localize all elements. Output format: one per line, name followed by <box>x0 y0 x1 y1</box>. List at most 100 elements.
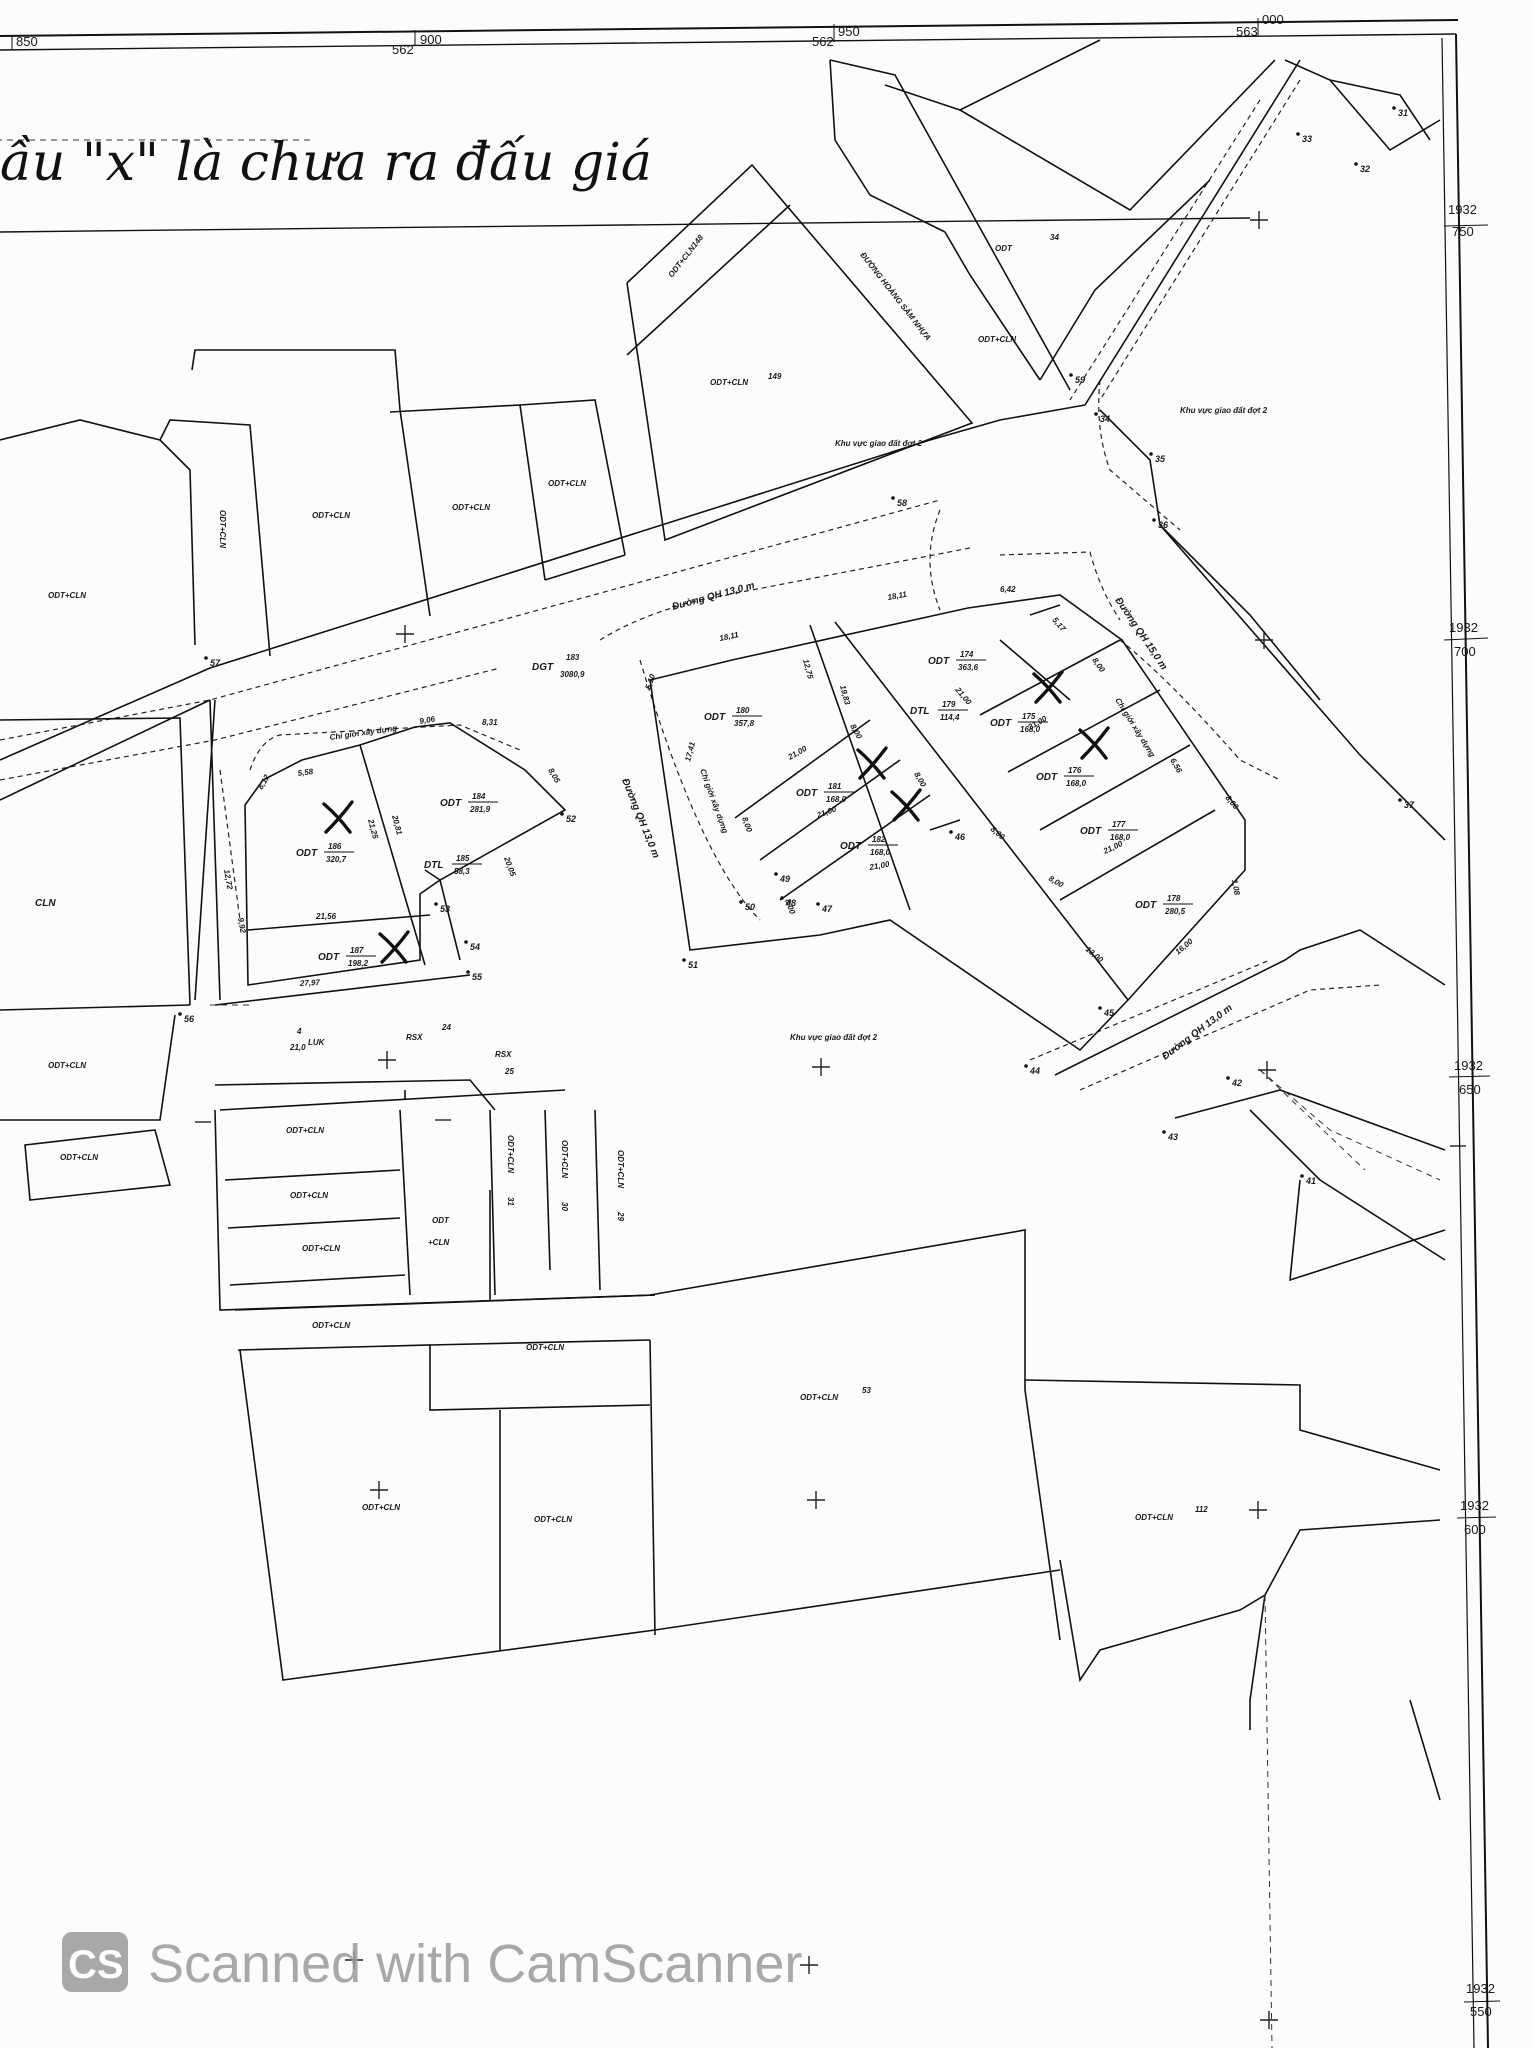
dimension-label: 12,72 <box>222 869 234 891</box>
annotation-text: ầu "x" là chưa ra đấu giá <box>0 133 652 193</box>
plot-area: 168,0 <box>1110 833 1131 842</box>
survey-point-label: 56 <box>184 1014 195 1024</box>
plot-area: 198,2 <box>348 959 369 968</box>
dimension-label: 21,00 <box>953 685 974 707</box>
dimension-label: 21,00 <box>868 860 891 873</box>
parcel-type: LUK <box>308 1038 326 1047</box>
parcel-type: ODT+CLN <box>312 511 350 520</box>
road-label: Đường QH 15,0 m <box>1113 596 1170 673</box>
road-labels: Đường QH 13,0 m Đường QH 15,0 m Đường QH… <box>619 251 1235 1063</box>
survey-point-label: 52 <box>566 814 576 824</box>
survey-point-label: 53 <box>440 904 450 914</box>
plot-number: 177 <box>1112 820 1126 829</box>
survey-point-label: 47 <box>821 904 833 914</box>
parcel-type: ODT+CLN <box>362 1503 400 1512</box>
parcel-type: ODT+CLN <box>290 1191 328 1200</box>
grid-label: 1932 <box>1460 1498 1489 1513</box>
plot-type: ODT <box>704 712 726 723</box>
dimension-label: 18,11 <box>719 630 740 643</box>
survey-point-label: 34 <box>1100 414 1110 424</box>
plot-number: 176 <box>1068 766 1082 775</box>
grid-label: 1932 <box>1449 620 1478 635</box>
svg-text:29: 29 <box>616 1211 625 1221</box>
road-label: ĐƯỜNG HOÀNG SÂM NHỰA <box>858 251 932 343</box>
survey-point-dot <box>1162 1130 1166 1134</box>
survey-point-label: 31 <box>1398 108 1408 118</box>
parcel-labels: ODT+CLN 148 ODT+CLN 149 ODT 34 ODT+CLN O… <box>48 233 1059 679</box>
survey-point-label: 45 <box>1103 1008 1115 1018</box>
plot-number: 186 <box>328 842 342 851</box>
x-mark <box>322 800 354 834</box>
dimension-label: 5,17 <box>1050 616 1067 634</box>
plot-number: 181 <box>828 782 842 791</box>
parcel-type: RSX <box>495 1050 512 1059</box>
survey-point-dot <box>1392 106 1396 110</box>
dimension-label: 27,97 <box>299 978 321 988</box>
survey-point-label: 35 <box>1155 454 1166 464</box>
survey-point-dot <box>891 496 895 500</box>
survey-point-dot <box>204 656 208 660</box>
plot-type: ODT <box>318 952 340 963</box>
dimension-label: 8,00 <box>1090 656 1107 674</box>
parcel-type: ODT+CLN <box>710 378 748 387</box>
survey-point-dot <box>682 958 686 962</box>
grid-label: 562 <box>812 34 834 49</box>
road-edges <box>0 79 1381 1091</box>
dimension-label: 19,83 <box>838 684 852 706</box>
survey-point-dot <box>780 896 784 900</box>
parcel-type: ODT <box>432 1216 450 1225</box>
build-line-label: Chỉ giới xây dựng <box>698 768 730 835</box>
parcel-type: ODT+CLN <box>48 1061 86 1070</box>
survey-point-dot <box>1094 412 1098 416</box>
plot-number: 178 <box>1167 894 1181 903</box>
parcel-type: ODT+CLN <box>302 1244 340 1253</box>
survey-point-dot <box>1152 518 1156 522</box>
dimension-label: 21,00 <box>786 744 809 763</box>
parcel-type: ODT+CLN <box>526 1343 564 1352</box>
plot-number: 174 <box>960 650 974 659</box>
svg-text:ODT+CLN: ODT+CLN <box>506 1135 515 1173</box>
survey-point-dot <box>1069 373 1073 377</box>
dimension-label: 20,05 <box>502 855 518 878</box>
survey-point-label: 58 <box>897 498 907 508</box>
grid-label: 562 <box>392 42 414 57</box>
parcel-type: ODT+CLN <box>978 335 1016 344</box>
handwritten-annotation: ầu "x" là chưa ra đấu giá <box>0 133 1251 233</box>
survey-point-dot <box>1398 798 1402 802</box>
parcel-boundaries <box>0 39 1446 1801</box>
grid-label: 600 <box>1464 1522 1486 1537</box>
lot-dashes <box>0 139 1441 2048</box>
plot-type: ODT <box>990 718 1012 729</box>
dimension-label: 20,81 <box>390 813 404 836</box>
survey-point-dot <box>1098 1006 1102 1010</box>
survey-point-label: 48 <box>785 898 796 908</box>
grid-labels-top: 850 562 900 562 950 563 000 <box>16 12 1284 57</box>
grid-label: 650 <box>1459 1082 1481 1097</box>
plot-type: ODT <box>1135 900 1157 911</box>
survey-point-label: 37 <box>1404 800 1415 810</box>
parcel-number: 53 <box>862 1386 871 1395</box>
dimension-label: 16,00 <box>1174 936 1196 956</box>
map-frame <box>0 18 1501 2048</box>
survey-point-dot <box>739 900 743 904</box>
grid-label: 850 <box>16 34 38 49</box>
parcel-type: ODT+CLN <box>452 503 490 512</box>
x-mark <box>378 930 410 964</box>
plot-type: DTL <box>424 860 443 871</box>
parcel-number: 112 <box>1195 1505 1208 1514</box>
parcel-type: ODT+CLN <box>1135 1513 1173 1522</box>
dimension-label: 12,75 <box>801 658 815 680</box>
grid-label: 550 <box>1470 2004 1492 2019</box>
dimension-label: 5,10 <box>643 672 657 690</box>
plot-area: 58,3 <box>454 867 470 876</box>
survey-point-label: 51 <box>688 960 698 970</box>
x-mark <box>1032 670 1064 704</box>
parcel-type: ODT+CLN <box>60 1153 98 1162</box>
